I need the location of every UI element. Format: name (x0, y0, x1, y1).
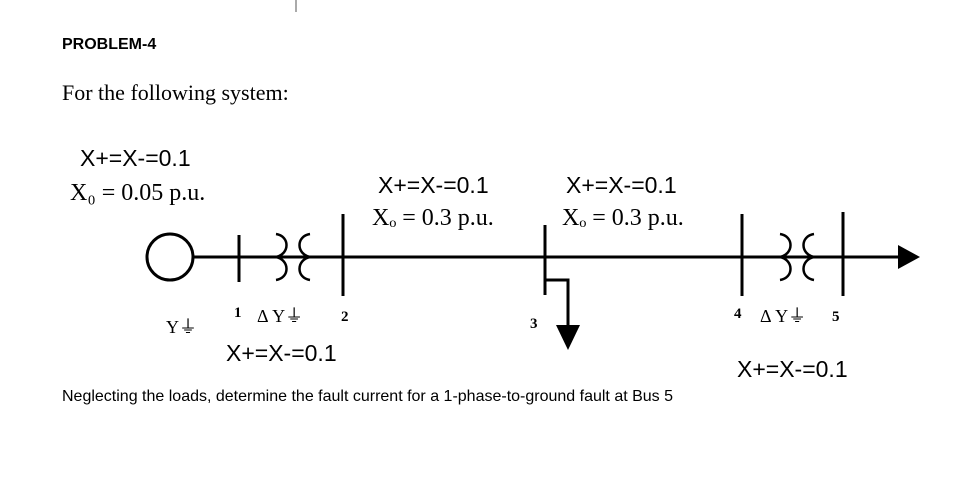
bus-5-label: 5 (832, 309, 840, 325)
transformer-2-x-pos-neg: X+=X-=0.1 (737, 356, 848, 382)
bus-1-label: 1 (234, 305, 242, 321)
line-2-3-x-pos-neg: X+=X-=0.1 (378, 172, 489, 198)
generator-x-zero: X₀ = 0.05 p.u. (70, 180, 206, 206)
bus-4-label: 4 (734, 306, 742, 322)
transformer-2-connection: Δ Y⏚ (760, 306, 807, 326)
bus-3-load-line (545, 278, 570, 325)
line-3-4-x-zero: Xₒ = 0.3 p.u. (562, 205, 684, 231)
line-2-3-x-zero: Xₒ = 0.3 p.u. (372, 205, 494, 231)
transformer-2-symbol (779, 232, 815, 282)
bus-2-label: 2 (341, 309, 349, 325)
transformer-1-connection: Δ Y⏚ (257, 306, 304, 326)
line-3-4-x-pos-neg: X+=X-=0.1 (566, 172, 677, 198)
transformer-1-x-pos-neg: X+=X-=0.1 (226, 340, 337, 366)
question-text: Neglecting the loads, determine the faul… (62, 388, 674, 405)
generator-connection: Y⏚ (166, 317, 197, 337)
bus-3-label: 3 (530, 316, 538, 332)
bus-5-load-arrow (898, 245, 920, 269)
generator-x-pos-neg: X+=X-=0.1 (80, 145, 191, 171)
intro-text: For the following system: (62, 80, 289, 105)
generator-symbol (145, 232, 195, 282)
transformer-1-symbol (275, 232, 311, 282)
bus-3-load-arrow (556, 325, 580, 350)
problem-heading: PROBLEM-4 (62, 36, 157, 53)
